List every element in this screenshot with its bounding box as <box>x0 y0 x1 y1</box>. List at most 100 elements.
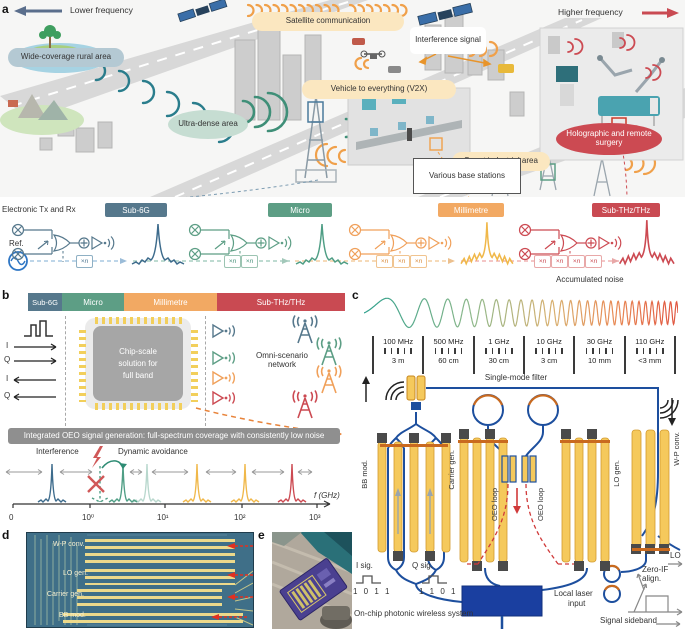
panel-b-graphics <box>13 315 342 438</box>
lo-out-arrow <box>668 560 683 568</box>
ruler-freq: 10 GHz <box>536 337 562 346</box>
ref-label: Ref. <box>9 239 24 248</box>
axis-tick-3: 10² <box>234 513 246 522</box>
micrograph-bb-label: BB mod. <box>59 612 86 619</box>
multiplier-box: ×n <box>534 255 551 268</box>
io-out-q-label: Q <box>4 391 11 400</box>
digital-pulse-icon <box>24 320 53 337</box>
txrx-row-graphics <box>8 219 675 271</box>
carrier-peak <box>182 463 212 503</box>
ruler-ticks <box>434 348 463 354</box>
amplifier-icon <box>212 371 236 385</box>
micrograph-arrows <box>211 543 253 620</box>
bar-seg-sub6g: Sub-6G <box>28 293 62 311</box>
interference-arrows <box>418 53 492 68</box>
axis-tick-0: 0 <box>9 513 14 522</box>
tower-to-sub6g-dash <box>185 179 319 197</box>
ruler-ticks <box>485 348 513 354</box>
io-in-i-label: I <box>6 341 9 350</box>
ruler-segment: 500 MHz 60 cm <box>422 336 472 374</box>
chip-boundary-dash-right <box>205 316 206 426</box>
panel-label-a: a <box>2 2 9 16</box>
chip-boundary-dash-left <box>65 316 66 426</box>
ruler-ticks <box>384 348 412 354</box>
ultra-dense-label: Ultra-dense area <box>168 110 248 139</box>
wp-conv-label: W-P conv. <box>672 432 681 466</box>
axis-tick-2: 10¹ <box>157 513 169 522</box>
sideband-sketch <box>628 583 683 616</box>
ruler-segment: 10 GHz 3 cm <box>522 336 573 374</box>
band-badge-millimetre: Millimetre <box>438 203 504 217</box>
ruler-wavelength: 60 cm <box>438 356 459 365</box>
ruler-wavelength: 3 cm <box>541 356 558 365</box>
ruler-wavelength: <3 mm <box>638 356 662 365</box>
q-sig-label: Q sig. <box>412 561 433 570</box>
wp-conv-electrodes <box>631 429 670 554</box>
freq-axis-label: f (GHz) <box>314 491 340 500</box>
ruler-ticks <box>535 348 563 354</box>
chip-text-line: Chip-scale <box>119 346 157 356</box>
chip-to-panel-c-dash <box>195 407 341 435</box>
axis-tick-4: 10³ <box>309 513 321 522</box>
zero-if-arrow <box>636 573 645 591</box>
base-station-tower <box>295 95 337 183</box>
antenna-icon <box>292 390 318 419</box>
multiplier-box: ×n <box>241 255 258 268</box>
panel-label-e: e <box>258 528 265 542</box>
zero-if-label: Zero-IF align. <box>642 565 669 583</box>
ref-oscillator-icon <box>8 251 28 271</box>
lo-gen-label: LO gen. <box>612 460 621 487</box>
carrier-peak <box>37 463 67 503</box>
multiplier-box: ×n <box>410 255 427 268</box>
multiplier-box: ×n <box>393 255 410 268</box>
chip-pins-top <box>95 317 183 324</box>
io-out-i-label: I <box>6 374 9 383</box>
wide-coverage-label: Wide-coverage rural area <box>8 48 124 67</box>
multiplier-box: ×n <box>551 255 568 268</box>
stripe-group-carrier <box>77 589 222 609</box>
lower-frequency-label: Lower frequency <box>70 5 133 15</box>
frequency-axis <box>12 500 331 508</box>
oeo-loop-label: OEO loop <box>490 488 499 521</box>
micrograph-routing <box>34 534 253 626</box>
oeo-spectrum-plot <box>5 446 331 508</box>
omni-network-label: Omni-scenario network <box>255 351 308 369</box>
io-in-q-label: Q <box>4 355 11 364</box>
crossed-carrier <box>87 466 109 503</box>
panel-label-d: d <box>2 528 10 542</box>
ruler-freq: 110 GHz <box>635 337 665 346</box>
panel-label-b: b <box>2 288 10 302</box>
laser-label-line1: Local laser <box>554 589 593 598</box>
industrial-room <box>347 86 471 166</box>
stripe-group-wp <box>85 539 235 565</box>
band-badge-subthz: Sub-THz/THz <box>592 203 660 217</box>
bar-seg-micro: Micro <box>62 293 124 311</box>
antenna-icon <box>292 315 318 344</box>
carrier-gen-electrodes <box>458 429 508 571</box>
higher-frequency-label: Higher frequency <box>558 7 623 17</box>
higher-frequency-arrow <box>642 8 679 18</box>
spectrum-peak-icon <box>618 219 675 265</box>
interference-label: Interference <box>36 447 79 456</box>
ruler-segment: 110 GHz <3 mm <box>623 336 674 374</box>
band-color-bar: Sub-6G Micro Millimetre Sub-THz/THz <box>28 293 345 311</box>
amplifier-icon <box>212 324 236 338</box>
ruler-wavelength: 3 m <box>391 356 405 365</box>
spectrum-peak-icon <box>295 223 349 265</box>
micrograph-wp-label: W-P conv. <box>53 541 85 548</box>
stripe-group-bb <box>63 613 243 623</box>
multiplier-box: ×n <box>568 255 585 268</box>
antenna-icon <box>316 337 342 366</box>
dynamic-avoidance-label: Dynamic avoidance <box>118 447 188 456</box>
antenna-icon <box>316 365 342 394</box>
various-base-stations-label: Various base stations <box>413 158 521 194</box>
photonic-circuit-graphics <box>356 375 683 629</box>
laser-label-line2: input <box>568 599 586 608</box>
local-laser-box <box>461 585 543 629</box>
chip-pins-bottom <box>95 403 183 410</box>
single-mode-filter-label: Single-mode filter <box>484 373 548 382</box>
micrograph-carrier-label: Carrier gen. <box>47 591 84 598</box>
lightning-icon <box>92 446 103 468</box>
ruler-freq: 100 MHz <box>383 337 414 346</box>
